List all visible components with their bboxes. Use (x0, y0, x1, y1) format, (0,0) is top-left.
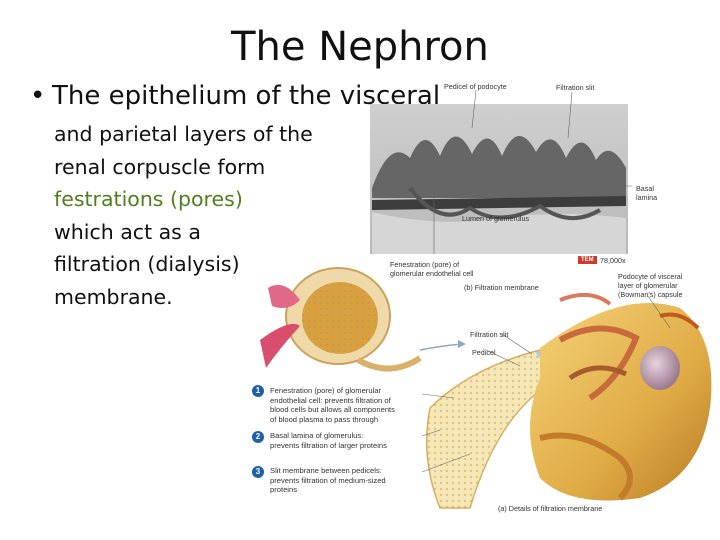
body-line: which act as a (54, 219, 201, 244)
caption-b: (b) Filtration membrane (464, 283, 539, 292)
body-line: filtration (dialysis) (54, 252, 240, 276)
figure-artwork (260, 89, 712, 509)
label-filtration-slit-tem: Filtration slit (556, 83, 595, 92)
label-lumen-of-glomerulus: Lumen of glomerulus (462, 214, 530, 223)
filtration-membrane-figure: Pedicel of podocyte Filtration slit Basa… (240, 78, 720, 518)
label-podocyte-visceral: Podocyte of visceral layer of glomerular… (618, 272, 683, 299)
tem-micrograph (370, 104, 628, 254)
bullet-continuation: and parietal layers of the renal corpusc… (54, 118, 313, 313)
tem-magnification: 78,000x (600, 256, 626, 265)
step-3-badge: 3 (252, 466, 264, 478)
body-line: membrane. (54, 284, 173, 309)
body-line: and parietal layers of the (54, 122, 313, 146)
caption-a: (a) Details of filtration membrane (498, 504, 603, 513)
filtration-membrane-illustration (425, 292, 712, 509)
body-line: renal corpuscle form (54, 154, 266, 179)
step-1-badge: 1 (252, 385, 264, 397)
step-2-badge: 2 (252, 431, 264, 443)
step-1-text: Fenestration (pore) of glomerular endoth… (270, 386, 395, 424)
label-filtration-slit: Filtration slit (470, 330, 509, 339)
tem-badge: TEM (578, 256, 597, 264)
bullet-dot-icon: • (30, 81, 46, 111)
highlighted-term: festrations (pores) (54, 187, 243, 211)
step-2-text: Basal lamina of glomerulus: prevents fil… (270, 431, 387, 450)
step-3-text: Slit membrane between pedicels: prevents… (270, 466, 386, 494)
label-pedicel: Pedicel (472, 348, 496, 357)
label-pedicel-of-podocyte: Pedicel of podocyte (444, 82, 507, 91)
slide-title: The Nephron (231, 24, 489, 70)
renal-corpuscle-illustration (260, 267, 466, 372)
label-fenestration-pore: Fenestration (pore) of glomerular endoth… (390, 260, 474, 278)
leader-lines (421, 89, 671, 473)
label-basal-lamina: Basal lamina (636, 184, 658, 202)
